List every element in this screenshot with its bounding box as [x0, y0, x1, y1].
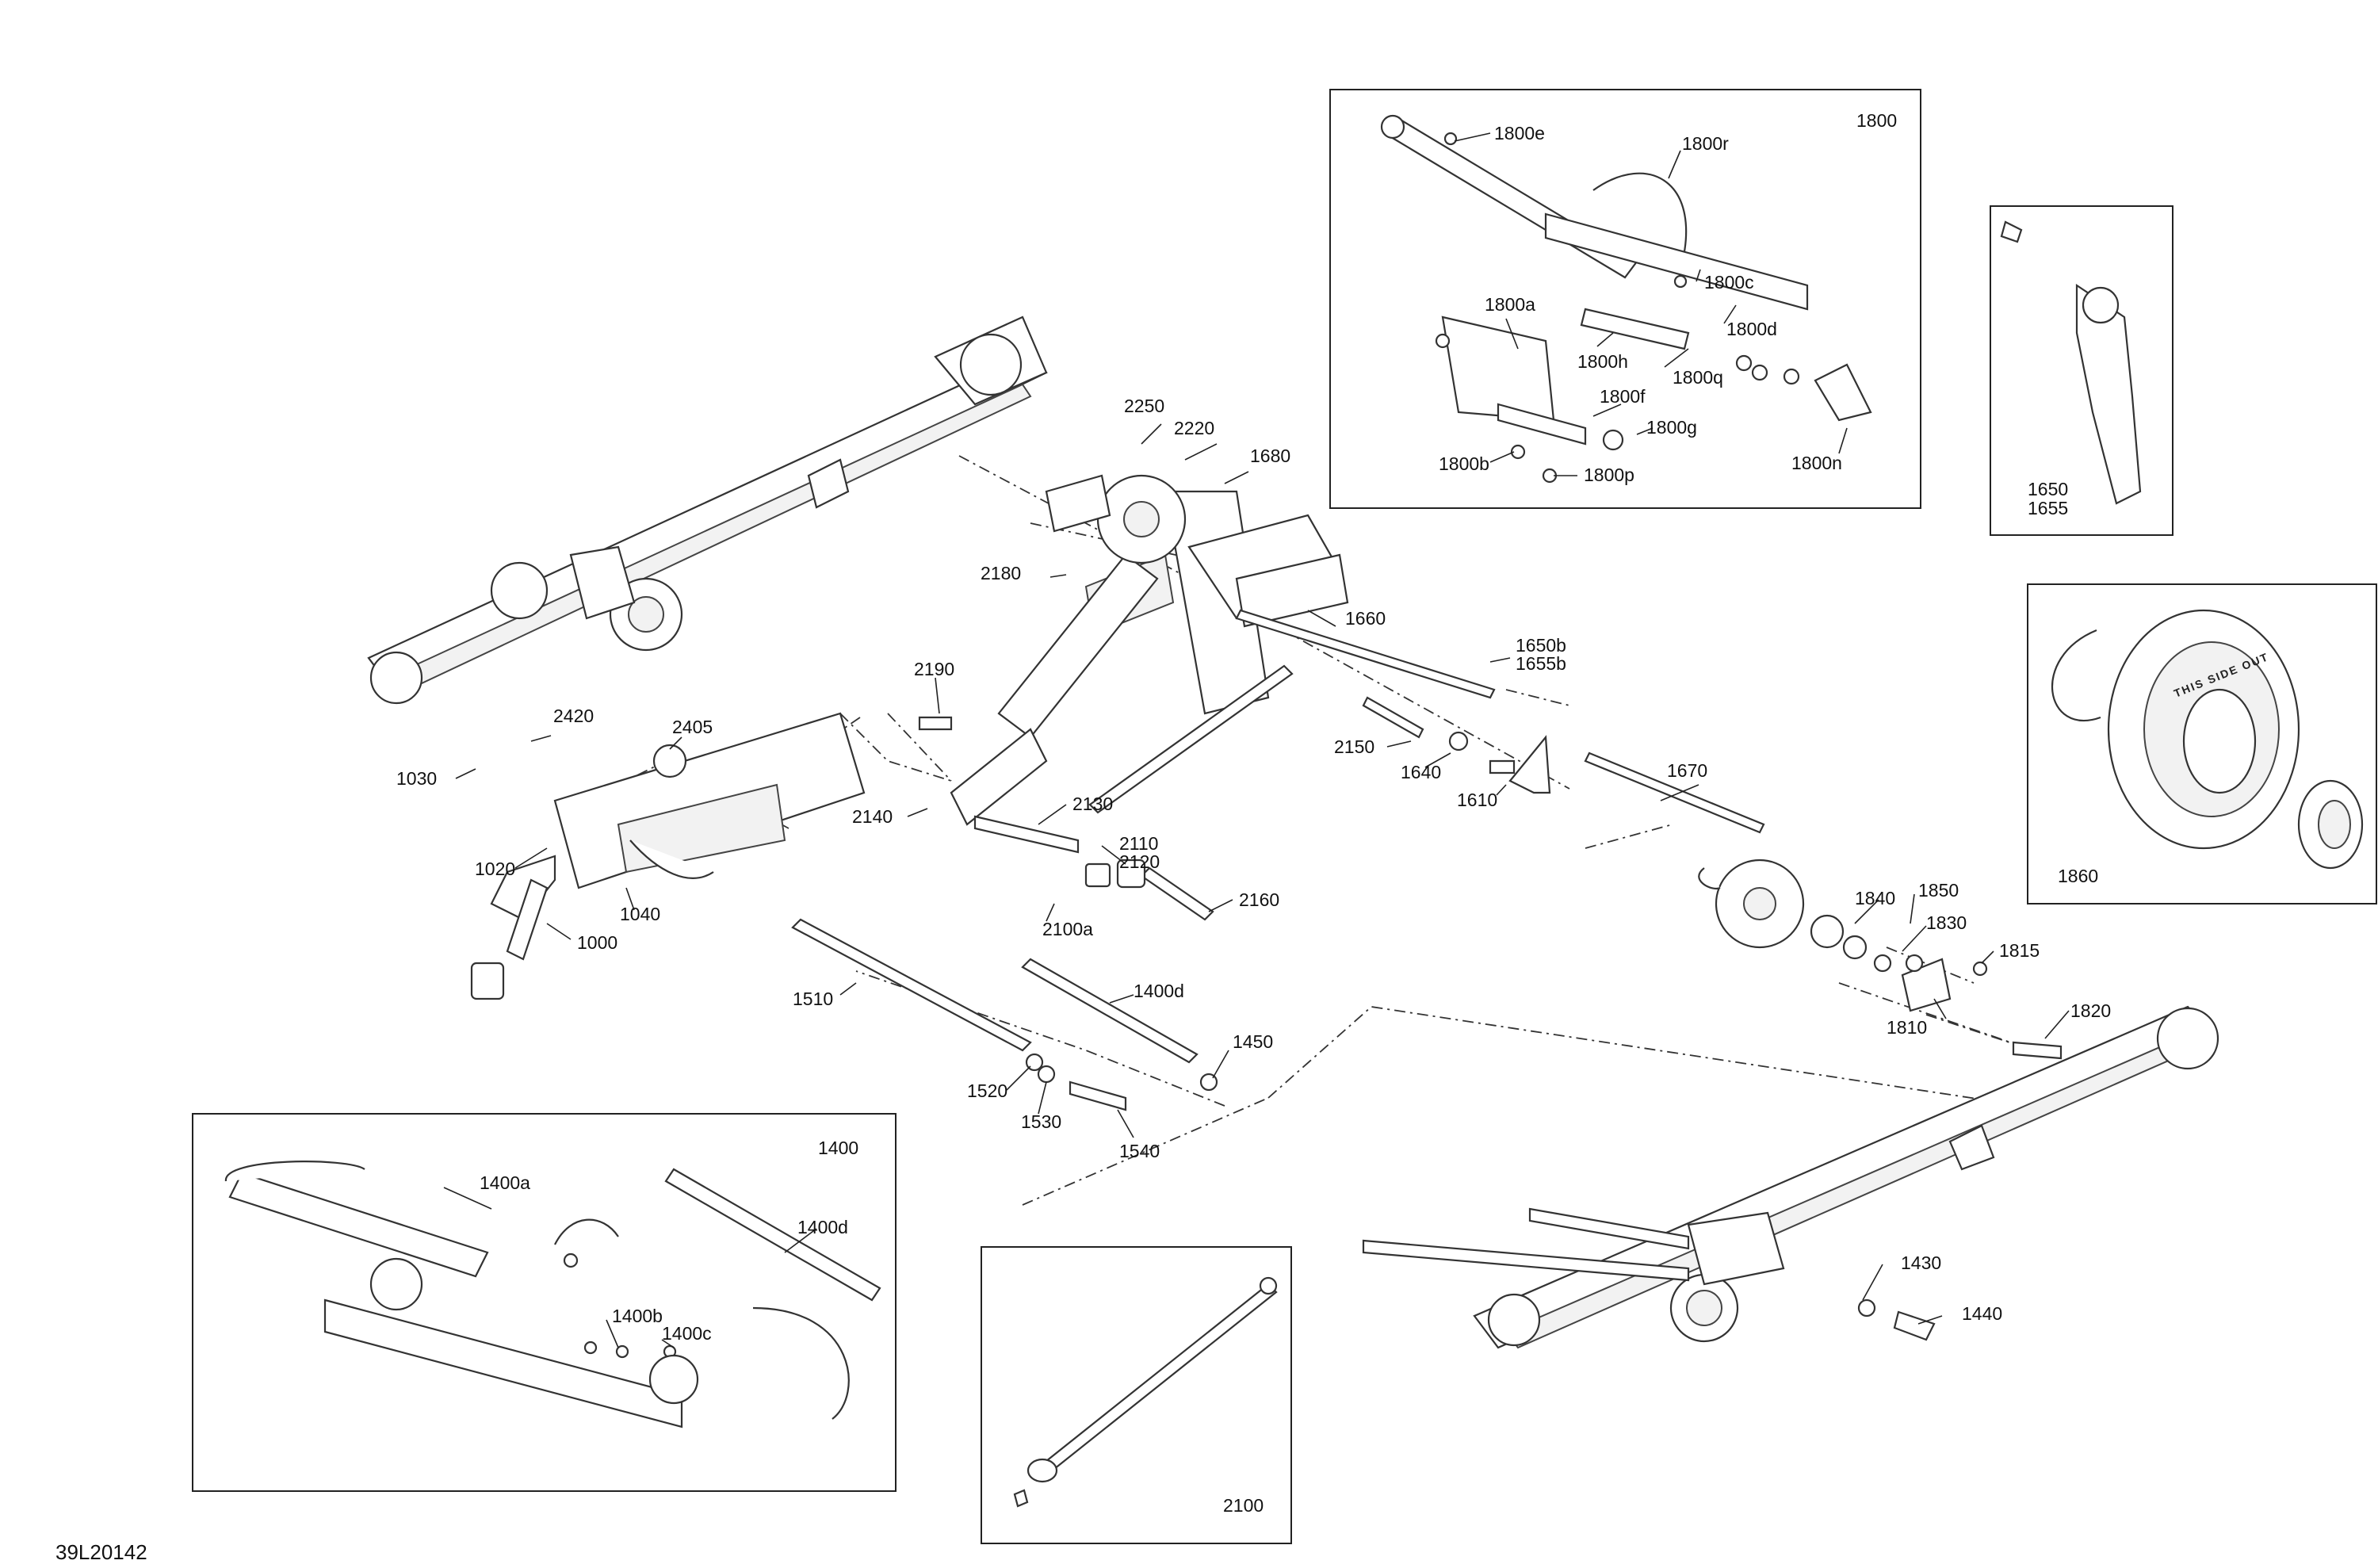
- callout-1800g: 1800g: [1646, 417, 1697, 438]
- callout-1440: 1440: [1962, 1303, 2002, 1324]
- callout-1400d: 1400d: [1134, 981, 1184, 1001]
- callout-1820: 1820: [2070, 1000, 2111, 1021]
- shafts-and-bolts: [791, 609, 1765, 1111]
- callout-1670: 1670: [1667, 760, 1707, 781]
- callout-1800b: 1800b: [1439, 453, 1489, 474]
- callout-2110: 2110: [1119, 833, 1158, 854]
- callout-1000: 1000: [577, 932, 617, 953]
- callout-1400a: 1400a: [480, 1172, 530, 1193]
- box-label-1400: 1400: [818, 1138, 858, 1158]
- callout-1655b: 1655b: [1516, 653, 1566, 674]
- callout-1800p: 1800p: [1584, 465, 1634, 485]
- callout-1020: 1020: [475, 859, 515, 879]
- lower-bolts: [1857, 1298, 1936, 1341]
- callout-2120: 2120: [1119, 851, 1160, 872]
- callout-2220: 2220: [1174, 418, 1214, 438]
- callout-1510: 1510: [793, 989, 833, 1009]
- callout-1540: 1540: [1119, 1141, 1160, 1161]
- callout-1400b: 1400b: [612, 1306, 663, 1326]
- callout-1400c: 1400c: [662, 1323, 712, 1344]
- callout-1430: 1430: [1901, 1252, 1941, 1273]
- detail-box-1860: THIS SIDE OUT: [2027, 583, 2377, 904]
- callout-1800h: 1800h: [1577, 351, 1628, 372]
- callout-1400d-detail: 1400d: [797, 1217, 848, 1237]
- center-rear-arm: [1187, 514, 1349, 628]
- idler-wheel-right: [1698, 859, 2063, 1060]
- callout-1800r: 1800r: [1682, 133, 1729, 154]
- callout-2100a: 2100a: [1042, 919, 1093, 939]
- callout-2250: 2250: [1124, 396, 1164, 416]
- callout-1450: 1450: [1233, 1031, 1273, 1052]
- callout-2405: 2405: [672, 717, 713, 737]
- callout-1030: 1030: [396, 768, 437, 789]
- box-label-1800: 1800: [1856, 110, 1897, 131]
- left-slide-rail: [367, 316, 1048, 705]
- callout-1530: 1530: [1021, 1111, 1061, 1132]
- callout-1650b: 1650b: [1516, 635, 1566, 656]
- callout-2150: 2150: [1334, 736, 1374, 757]
- box-label-2100: 2100: [1223, 1495, 1264, 1516]
- drawing-reference-code: 39L20142: [55, 1540, 147, 1564]
- callout-1640: 1640: [1401, 762, 1441, 782]
- callout-1680: 1680: [1250, 446, 1290, 466]
- callout-1800d: 1800d: [1726, 319, 1777, 339]
- right-slide-rail: [1362, 1005, 2219, 1349]
- callout-1660: 1660: [1345, 608, 1386, 629]
- callout-2140: 2140: [852, 806, 893, 827]
- callout-1850: 1850: [1918, 880, 1959, 901]
- front-arm-assembly: [470, 712, 866, 1000]
- callout-1840: 1840: [1855, 888, 1895, 908]
- box-label-line: 1650: [2028, 479, 2068, 499]
- callout-1520: 1520: [967, 1080, 1007, 1101]
- callout-1815: 1815: [1999, 940, 2040, 961]
- callout-2190: 2190: [914, 659, 954, 679]
- callout-1610: 1610: [1457, 790, 1497, 810]
- callout-1040: 1040: [620, 904, 660, 924]
- box-label-1860: 1860: [2058, 866, 2098, 886]
- leader-lines: [443, 132, 2070, 1348]
- callout-1800e: 1800e: [1494, 123, 1545, 143]
- callout-2130: 2130: [1072, 794, 1113, 814]
- detail-box-1400: [192, 1113, 897, 1492]
- detail-box-2100: [981, 1246, 1292, 1544]
- callout-labels: 1800e 1800r 1800c 1800d 1800a 1800h 1800…: [396, 123, 2111, 1344]
- box-label-line: 1655: [2028, 498, 2068, 518]
- callout-1800a: 1800a: [1485, 294, 1535, 315]
- callout-2420: 2420: [553, 706, 594, 726]
- detail-box-1800: [1329, 89, 1921, 509]
- callout-1800n: 1800n: [1791, 453, 1842, 473]
- callout-1800c: 1800c: [1704, 272, 1754, 293]
- callout-1800f: 1800f: [1600, 386, 1646, 407]
- callout-1800q: 1800q: [1673, 367, 1723, 388]
- callout-2180: 2180: [981, 563, 1021, 583]
- callout-1810: 1810: [1887, 1017, 1927, 1038]
- rear-shock: [950, 474, 1270, 826]
- callout-1830: 1830: [1926, 912, 1967, 933]
- callout-2160: 2160: [1239, 889, 1279, 910]
- detail-box-1650: [1990, 205, 2173, 536]
